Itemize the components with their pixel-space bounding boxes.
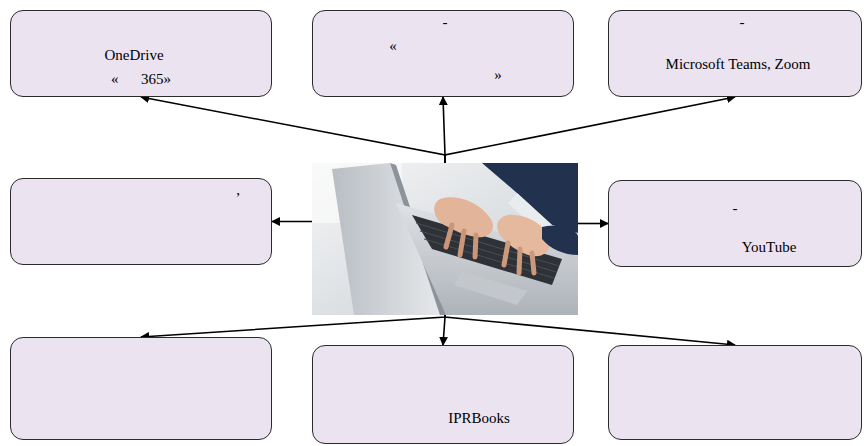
arrow-connector xyxy=(445,97,735,163)
box-text: , xyxy=(236,181,240,199)
box-text: - xyxy=(740,13,745,31)
arrow-connector xyxy=(141,315,445,337)
box-text: » xyxy=(494,66,502,84)
box-text: OneDrive xyxy=(104,46,163,64)
box-text: IPRBooks xyxy=(448,409,510,427)
rounded-box: - « » xyxy=(312,10,574,97)
arrow-connector xyxy=(141,97,445,163)
box-text: YouTube xyxy=(742,238,797,256)
rounded-box: , xyxy=(10,178,272,265)
photo-frame xyxy=(312,163,578,315)
arrow-connector xyxy=(445,315,735,345)
rounded-box: - Microsoft Teams, Zoom xyxy=(608,10,862,97)
laptop-photo xyxy=(312,163,578,315)
rounded-box: - YouTube xyxy=(608,180,862,267)
box-text: - xyxy=(733,199,738,217)
arrow-connector xyxy=(578,223,608,225)
arrow-connector xyxy=(272,221,312,223)
box-text: « 365» xyxy=(111,70,171,88)
arrow-connector xyxy=(443,97,445,163)
box-text: - xyxy=(443,13,448,31)
rounded-box: OneDrive « 365» xyxy=(10,10,272,97)
arrow-connector xyxy=(443,315,445,345)
rounded-box xyxy=(10,337,272,440)
box-text: « xyxy=(389,37,397,55)
rounded-box: IPRBooks xyxy=(312,345,574,444)
box-text: Microsoft Teams, Zoom xyxy=(666,55,811,73)
rounded-box xyxy=(608,345,862,440)
